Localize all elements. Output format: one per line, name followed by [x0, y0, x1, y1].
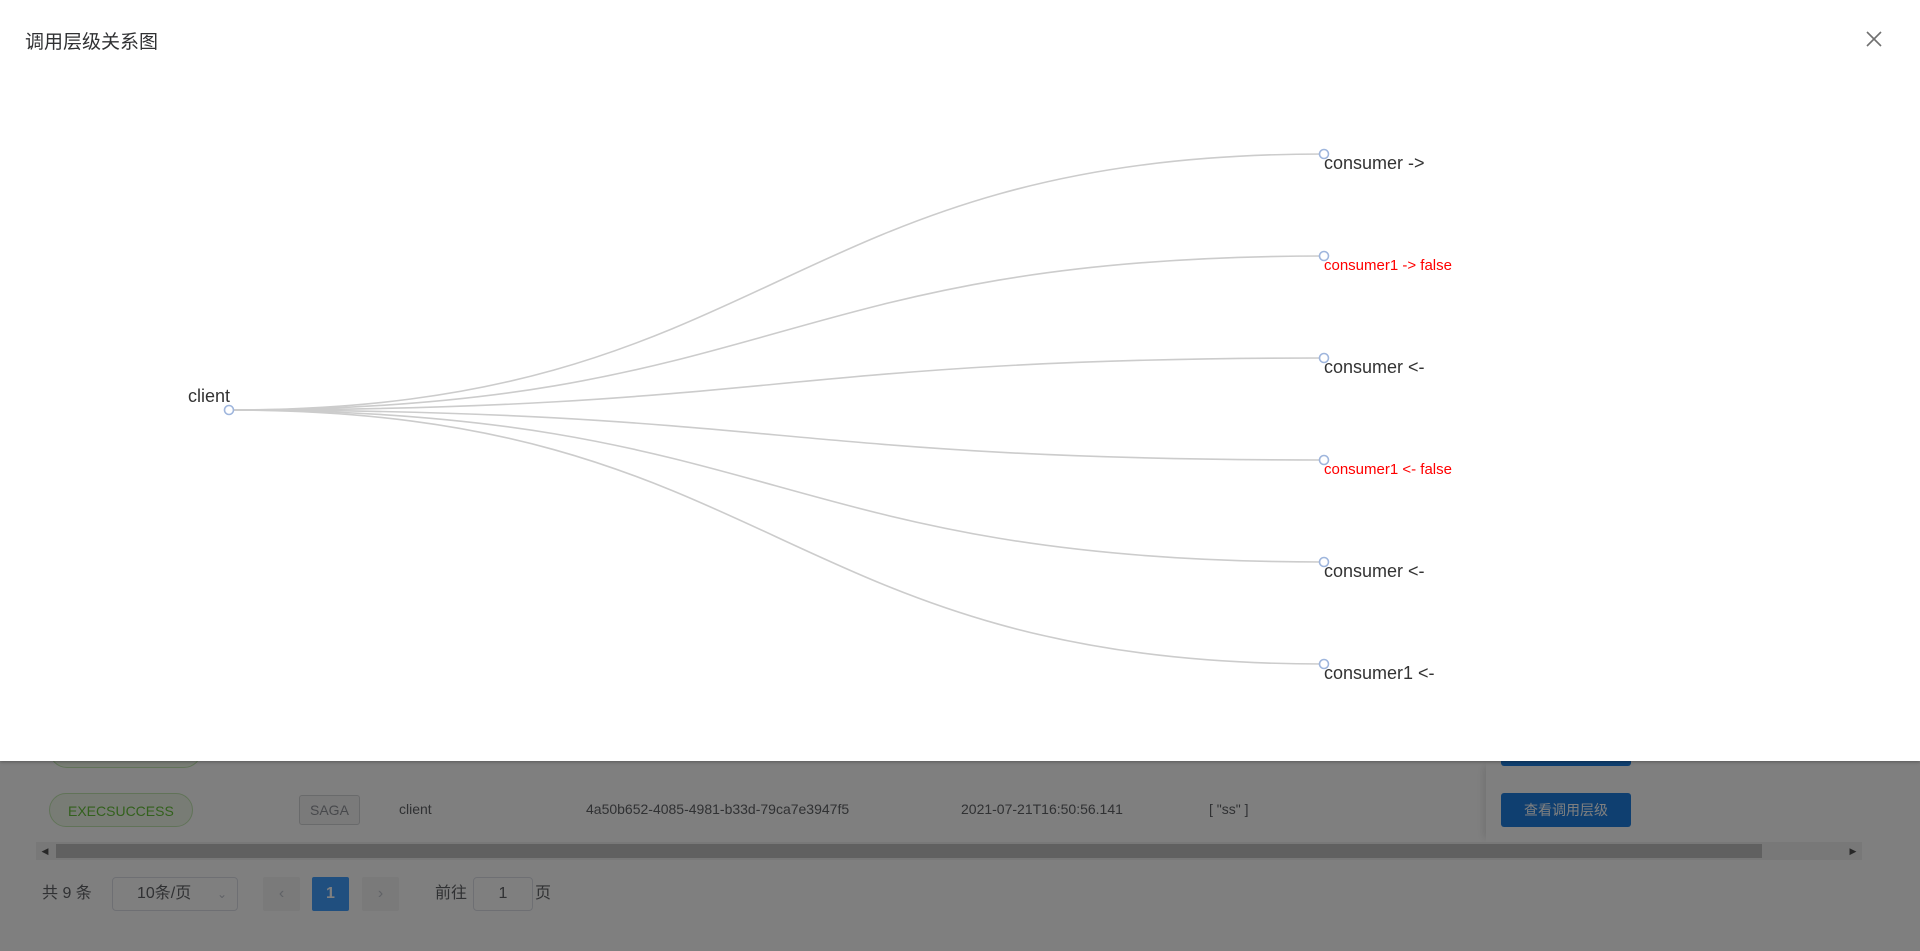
tree-node-leaf-label: consumer1 <- false: [1324, 461, 1452, 478]
tree-node-root[interactable]: [223, 404, 235, 416]
tree-link: [228, 409, 1325, 665]
tree-node-root-label: client: [188, 386, 230, 406]
dialog-title: 调用层级关系图: [25, 31, 159, 53]
tree-node-leaf-label: consumer ->: [1324, 153, 1425, 173]
tree-links: [228, 153, 1325, 665]
call-hierarchy-dialog: 调用层级关系图 client consumer -> consumer1 -> fa…: [25, 27, 1886, 683]
close-icon[interactable]: [1862, 27, 1886, 51]
tree-node-leaf-label: consumer <-: [1324, 561, 1425, 581]
tree-link: [228, 409, 1325, 461]
tree-node-leaf[interactable]: [1318, 556, 1330, 568]
tree-node-leaf[interactable]: [1318, 148, 1330, 160]
tree-node-leaf[interactable]: [1318, 250, 1330, 262]
tree-link: [228, 357, 1325, 411]
tree-node-leaf-label: consumer <-: [1324, 357, 1425, 377]
tree-node-leaf-label: consumer1 -> false: [1324, 257, 1452, 274]
tree-link: [228, 409, 1325, 563]
tree-node-leaf[interactable]: [1318, 454, 1330, 466]
tree-nodes: client consumer -> consumer1 -> false consu…: [188, 148, 1452, 683]
tree-link: [228, 255, 1325, 411]
call-hierarchy-tree: client consumer -> consumer1 -> false consu…: [188, 148, 1452, 683]
tree-link: [228, 153, 1325, 411]
tree-node-leaf[interactable]: [1318, 352, 1330, 364]
tree-node-leaf-label: consumer1 <-: [1324, 663, 1435, 683]
tree-node-leaf[interactable]: [1318, 658, 1330, 670]
